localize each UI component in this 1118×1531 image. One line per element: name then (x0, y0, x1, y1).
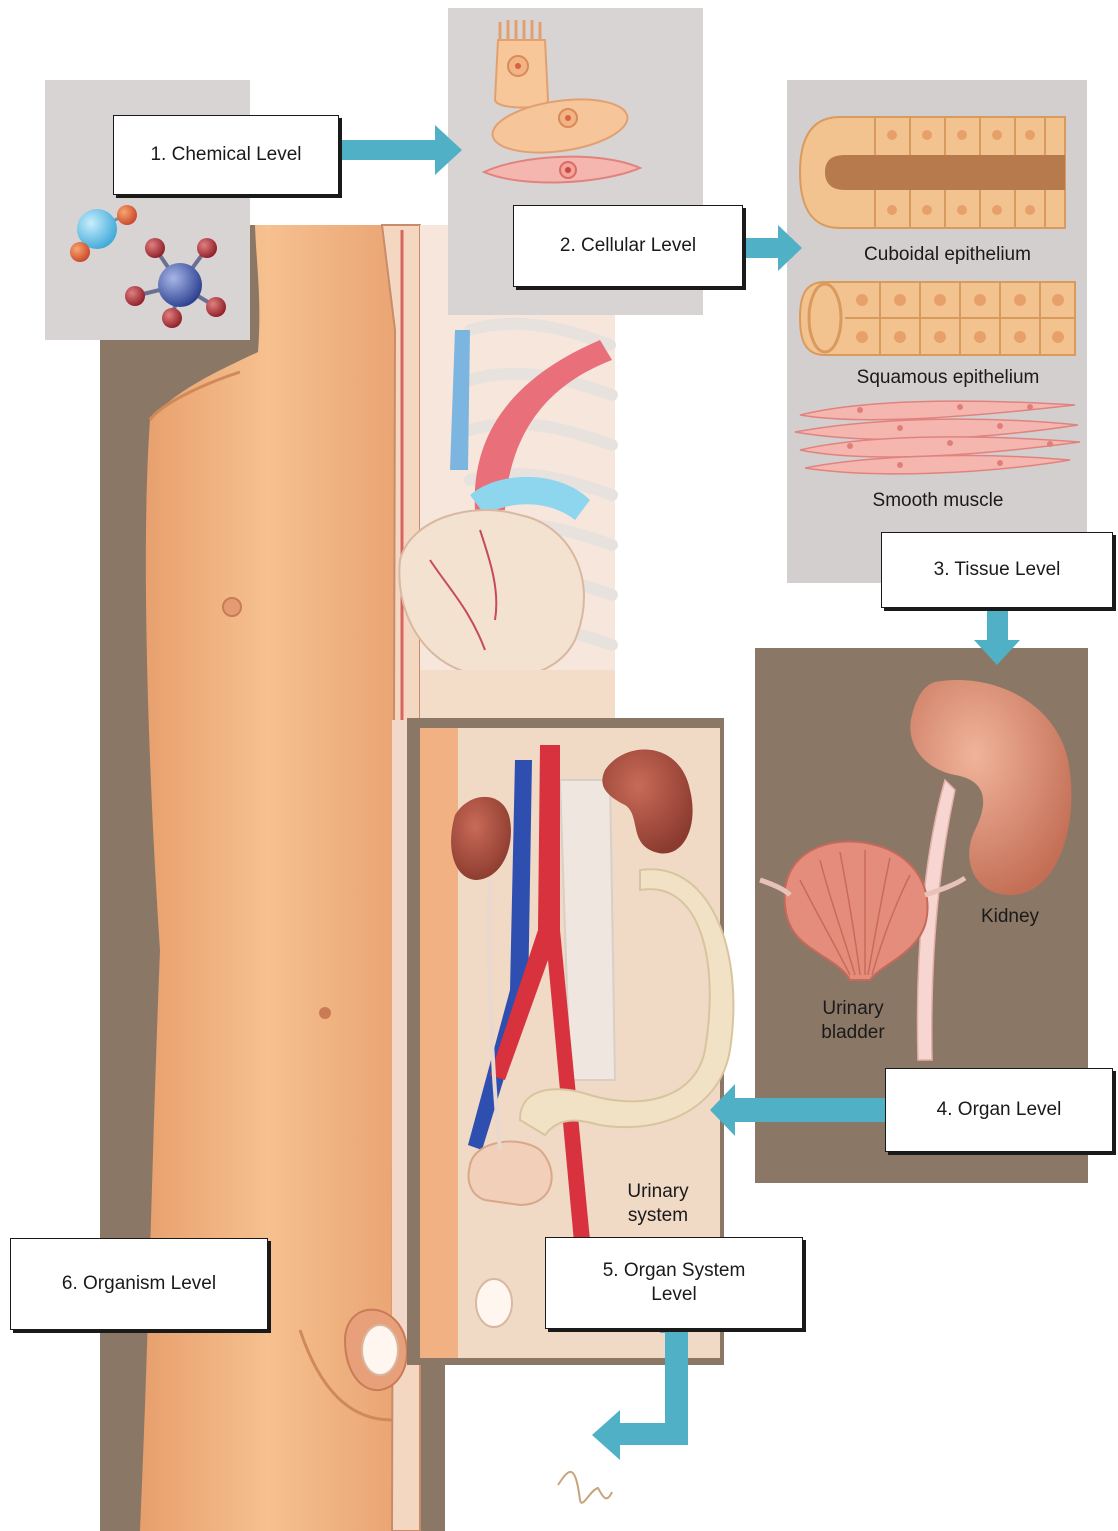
organ-system-level-text: 5. Organ System Level (589, 1259, 759, 1307)
navel (319, 1007, 331, 1019)
arrow-chemical-to-cellular (333, 125, 462, 175)
squamous-epithelium (800, 282, 1075, 355)
urinary-bladder-caption: Urinary bladder (798, 997, 908, 1045)
chemical-level-label: 1. Chemical Level (113, 115, 339, 195)
urinary-bladder-line-1: Urinary (798, 997, 908, 1021)
system-body-wall (420, 728, 458, 1358)
chemical-level-text: 1. Chemical Level (150, 143, 301, 167)
tissue-level-label: 3. Tissue Level (881, 532, 1113, 608)
system-bladder (469, 1142, 552, 1205)
organ-system-level-label: 5. Organ System Level (545, 1237, 803, 1329)
urinary-system-line-2: system (608, 1204, 708, 1228)
cuboidal-epithelium-caption: Cuboidal epithelium (830, 243, 1065, 267)
organ-level-text: 4. Organ Level (937, 1098, 1062, 1122)
urinary-system-line-1: Urinary (608, 1180, 708, 1204)
lower-anatomy-strip (392, 720, 407, 1370)
squamous-epithelium-caption: Squamous epithelium (828, 366, 1068, 390)
tissue-level-text: 3. Tissue Level (934, 558, 1061, 582)
urinary-bladder-line-2: bladder (798, 1021, 908, 1045)
system-testis (476, 1279, 512, 1327)
cellular-level-label: 2. Cellular Level (513, 205, 743, 287)
organ-level-label: 4. Organ Level (885, 1068, 1113, 1152)
nipple (223, 598, 241, 616)
urinary-system-caption: Urinary system (608, 1180, 708, 1228)
organism-level-text: 6. Organism Level (62, 1272, 216, 1296)
abdomen-anatomy-bg (420, 670, 615, 720)
kidney-caption: Kidney (960, 905, 1060, 929)
cuboidal-epithelium (800, 117, 1065, 228)
organism-level-label: 6. Organism Level (10, 1238, 268, 1330)
testis (362, 1325, 398, 1375)
smooth-muscle-caption: Smooth muscle (838, 489, 1038, 513)
cellular-level-text: 2. Cellular Level (560, 234, 696, 258)
artist-signature (558, 1472, 612, 1503)
